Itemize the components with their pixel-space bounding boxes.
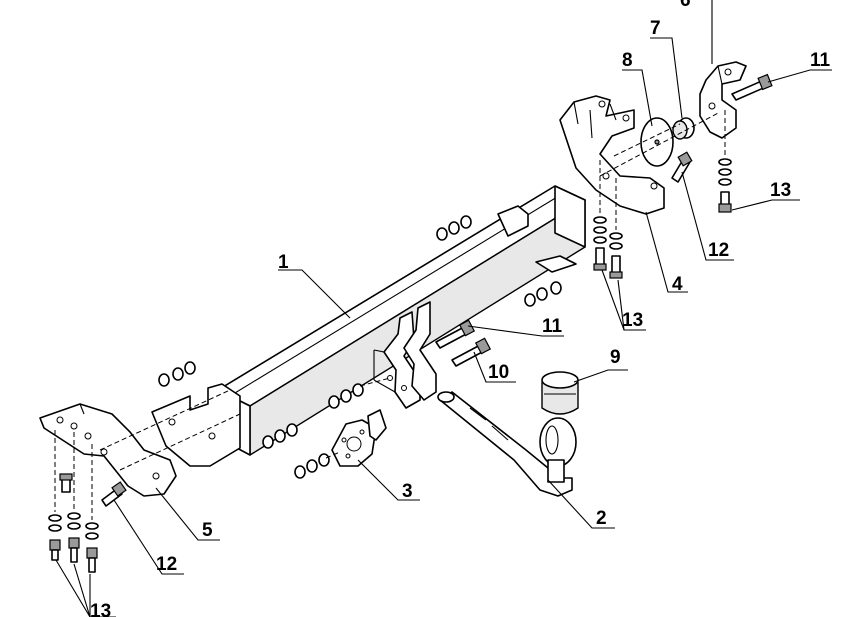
socket-plate (331, 409, 387, 467)
left-side-bracket (39, 403, 177, 497)
left-beam-plate (151, 383, 241, 467)
callout-13-upper-right: 13 (770, 180, 791, 201)
washer-stack-upper-right (718, 158, 732, 213)
bolt-left-side (101, 481, 127, 507)
long-bolt-center-lower (451, 337, 492, 367)
bolt-upper-right (731, 73, 773, 101)
callout-13-center-right: 13 (622, 310, 643, 331)
spacer-disc (640, 117, 674, 167)
tow-ball-neck (437, 391, 577, 497)
bolt-left-vertical (59, 473, 73, 493)
bushing (672, 117, 695, 140)
callout-8: 8 (622, 50, 633, 71)
nuts-beam-top-left (158, 361, 196, 387)
center-bracket (373, 301, 437, 409)
nuts-beam-top-right (436, 215, 472, 241)
callout-3: 3 (402, 481, 413, 502)
callout-11-center: 11 (542, 316, 563, 337)
callout-5: 5 (202, 520, 213, 541)
callout-12-left: 12 (156, 554, 177, 575)
nuts-center-upper (328, 383, 364, 409)
callout-6: 6 (680, 0, 691, 11)
callout-10: 10 (488, 362, 509, 383)
callout-12-right: 12 (708, 240, 729, 261)
callout-1: 1 (278, 252, 289, 273)
nuts-beam-bottom-left (262, 423, 298, 449)
washer-stack-left (48, 512, 99, 573)
callout-13-left: 13 (90, 601, 111, 617)
nuts-center-lower (294, 453, 330, 479)
callout-11-right: 11 (810, 50, 831, 71)
long-bolt-center-upper (435, 319, 476, 349)
assembly-axes (54, 110, 726, 520)
upper-right-bracket (699, 61, 747, 139)
washer-stack-right (593, 216, 623, 279)
leader-lines (55, 0, 832, 617)
callout-7: 7 (650, 18, 661, 39)
rear-beam-bracket (497, 205, 577, 273)
ball-cap (541, 371, 579, 415)
callout-2: 2 (596, 508, 607, 529)
callout-4: 4 (672, 274, 683, 295)
callout-9: 9 (610, 347, 621, 368)
nuts-beam-bottom-right (524, 281, 562, 307)
bolt-right-side (671, 151, 693, 183)
